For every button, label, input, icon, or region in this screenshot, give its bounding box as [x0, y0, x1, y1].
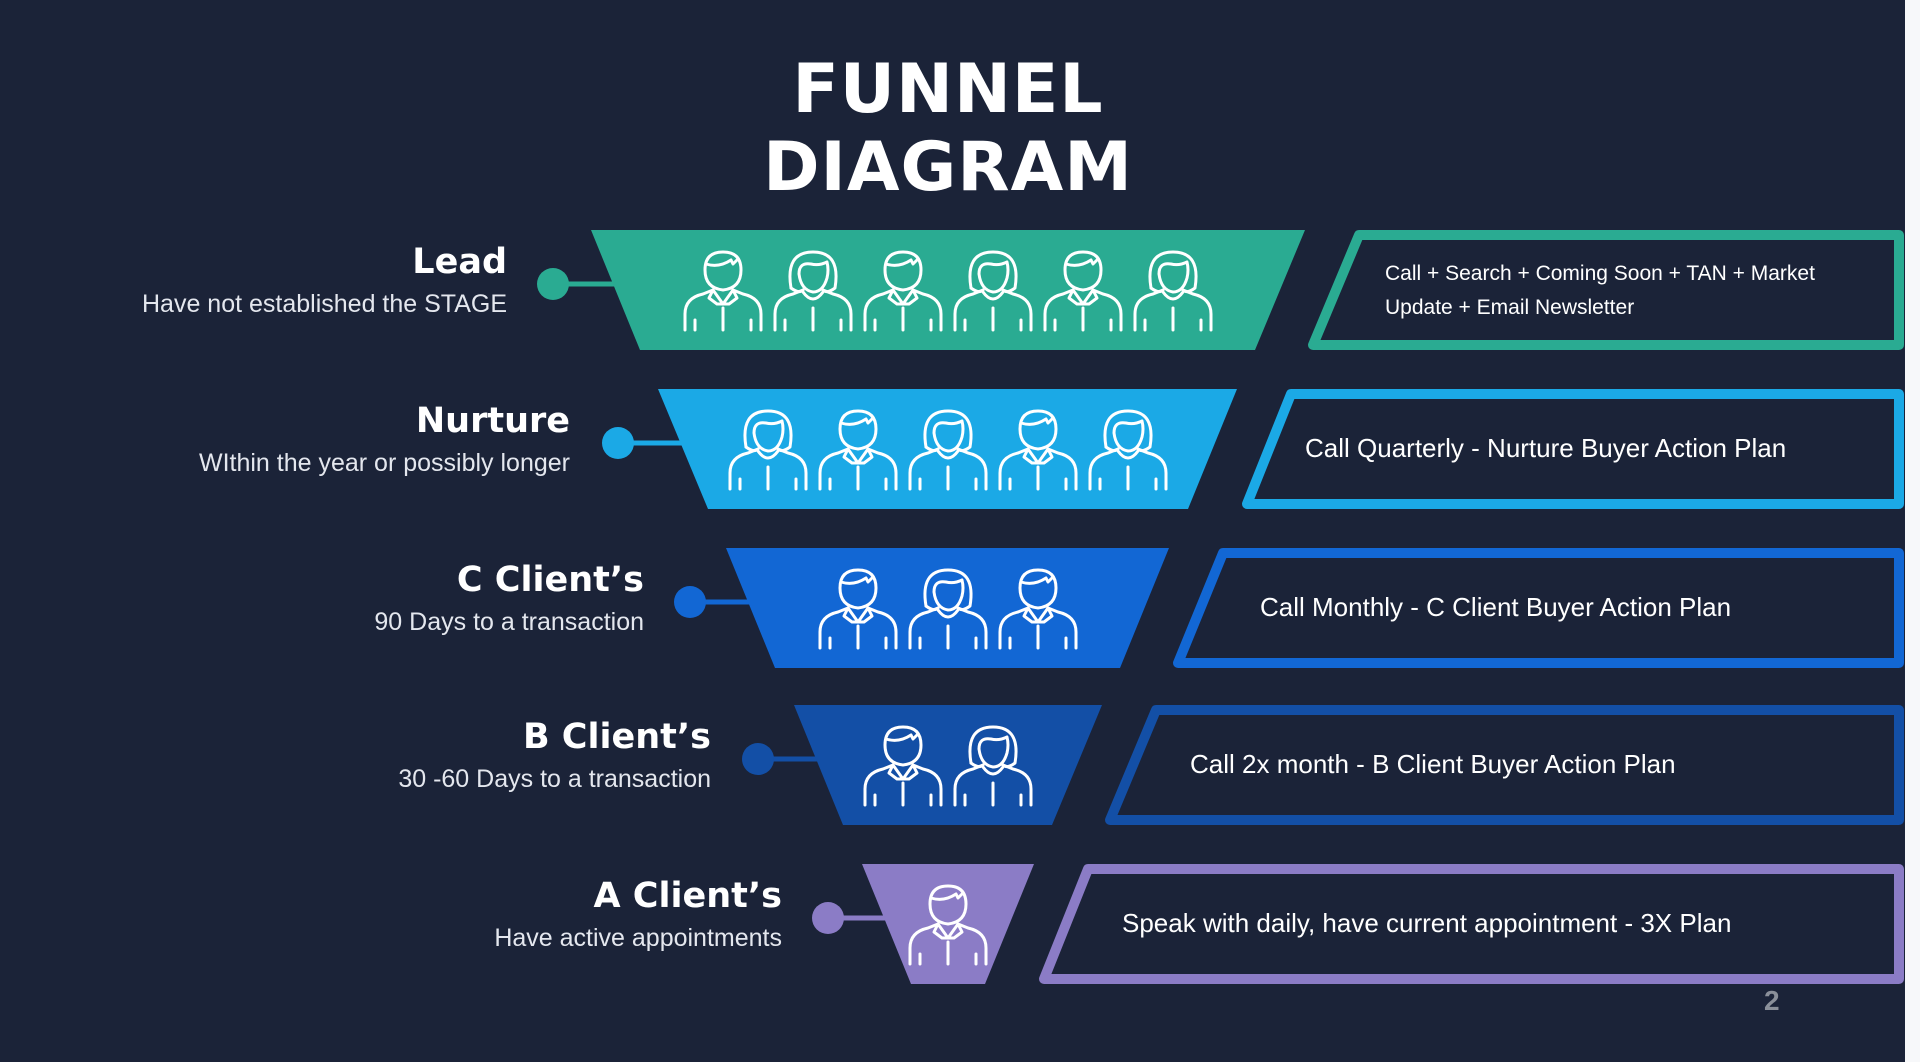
stage-description: Call + Search + Coming Soon + TAN + Mark…: [1385, 262, 1815, 319]
connector-dot: [602, 427, 634, 459]
female-person-icon: [953, 250, 1033, 332]
male-person-icon: [818, 568, 898, 650]
stage-subtitle: Have active appointments: [494, 924, 782, 952]
connector-dot: [742, 743, 774, 775]
male-person-icon: [998, 409, 1078, 491]
connector-dot: [812, 902, 844, 934]
stage-title: Lead: [412, 242, 507, 282]
funnel-stage-4: [812, 864, 1904, 984]
male-person-icon: [818, 409, 898, 491]
stage-description: Call Quarterly - Nurture Buyer Action Pl…: [1305, 433, 1787, 463]
stage-label: B Client’s 30 -60 Days to a transaction: [398, 715, 711, 799]
funnel-segment: [591, 230, 1305, 350]
stage-description: Call Monthly - C Client Buyer Action Pla…: [1260, 592, 1732, 622]
male-person-icon: [998, 568, 1078, 650]
male-person-icon: [863, 250, 943, 332]
female-person-icon: [728, 409, 808, 491]
title-line-2: DIAGRAM: [763, 128, 1133, 207]
stage-subtitle: 30 -60 Days to a transaction: [398, 765, 711, 793]
stage-title: Nurture: [415, 401, 570, 441]
funnel-stage-0: [537, 230, 1904, 350]
stage-subtitle: 90 Days to a transaction: [374, 608, 644, 636]
stage-description: Speak with daily, have current appointme…: [1122, 908, 1732, 938]
page-number: 2: [1764, 985, 1780, 1016]
male-person-icon: [683, 250, 763, 332]
funnel-stage-3: [742, 705, 1904, 825]
stage-title: C Client’s: [456, 560, 644, 600]
male-person-icon: [863, 725, 943, 807]
description-box: [1039, 864, 1904, 984]
funnel-segment: [794, 705, 1102, 825]
female-person-icon: [908, 409, 988, 491]
description-box: [1308, 230, 1904, 350]
male-person-icon: [1043, 250, 1123, 332]
female-person-icon: [1133, 250, 1213, 332]
funnel-segment: [658, 389, 1237, 509]
funnel-segment: [726, 548, 1169, 668]
stage-label: C Client’s 90 Days to a transaction: [374, 558, 644, 642]
funnel-stage-1: [602, 389, 1904, 509]
female-person-icon: [773, 250, 853, 332]
description-box: [1105, 705, 1904, 825]
stage-title: B Client’s: [522, 717, 711, 757]
connector-dot: [537, 268, 569, 300]
female-person-icon: [953, 725, 1033, 807]
description-box: [1242, 389, 1904, 509]
stage-title: A Client’s: [593, 876, 782, 916]
female-person-icon: [1088, 409, 1168, 491]
stage-subtitle: Have not established the STAGE: [141, 290, 507, 318]
male-person-icon: [908, 884, 988, 966]
stage-description: Call 2x month - B Client Buyer Action Pl…: [1190, 749, 1676, 779]
description-box: [1173, 548, 1904, 668]
connector-dot: [674, 586, 706, 618]
funnel-stage-2: [674, 548, 1904, 668]
stage-subtitle: WIthin the year or possibly longer: [198, 449, 570, 477]
female-person-icon: [908, 568, 988, 650]
title-line-1: FUNNEL: [792, 50, 1104, 129]
